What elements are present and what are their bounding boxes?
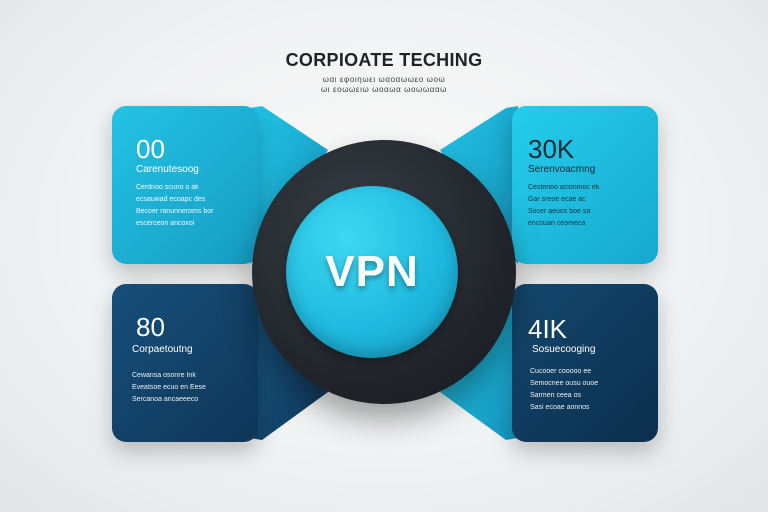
- stat-value: 80: [136, 312, 165, 342]
- stat-description: Cerdnoo scuno o ak ecsauwad ecoapc des B…: [136, 184, 214, 227]
- stat-card-top-right: 30K Serenvoacmng Cestenoo acionmoc ek Ga…: [512, 106, 658, 264]
- page-subtitle-line-1: ωαι εφοιηωει ωαοαωωεο ωοω: [322, 75, 446, 84]
- page-subtitle-line-2: ωι εοωωειω ωοαωα ωοωωααω: [320, 85, 448, 94]
- stat-value: 00: [136, 134, 165, 164]
- hub-label: VPN: [325, 247, 419, 296]
- stat-label: Carenutesoog: [136, 164, 199, 175]
- stat-description: Cucooer cooooo ee Semocnee ousu ouoe Sar…: [530, 368, 599, 411]
- stat-label: Serenvoacmng: [528, 164, 596, 175]
- stat-value: 4IK: [528, 314, 568, 344]
- stat-description: Cewansa osonre Ink Eveatsoe ecuo en Eese…: [132, 372, 206, 403]
- stat-card-top-left: 00 Carenutesoog Cerdnoo scuno o ak ecsau…: [112, 106, 258, 264]
- stat-label: Corpaetoutng: [132, 344, 193, 355]
- stat-label: Sosuecooging: [532, 344, 596, 355]
- page-title: CORPIOATE TECHING: [285, 50, 483, 70]
- stat-description: Cestenoo acionmoc ek Gar sreoe ecae ac S…: [528, 184, 600, 227]
- hub-inner-circle: [286, 186, 458, 358]
- stat-card-bottom-left: 80 Corpaetoutng Cewansa osonre Ink Eveat…: [112, 284, 258, 442]
- stat-card-bottom-right: 4IK Sosuecooging Cucooer cooooo ee Semoc…: [512, 284, 658, 442]
- stat-value: 30K: [528, 134, 575, 164]
